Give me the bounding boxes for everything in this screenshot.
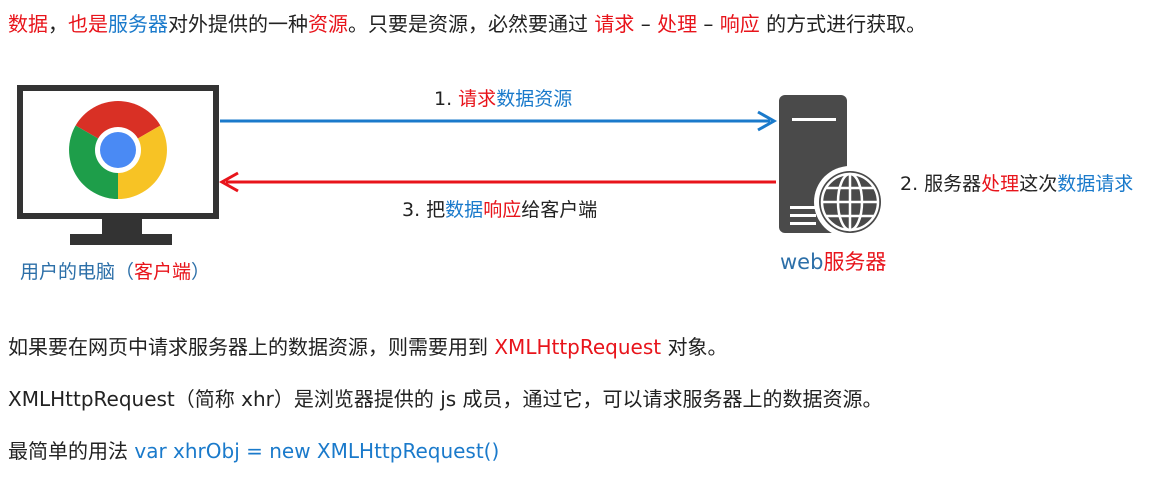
client-label-b: 客户端 bbox=[134, 261, 192, 283]
intro-word-process: 处理 bbox=[657, 12, 698, 36]
para1-xhr: XMLHttpRequest bbox=[494, 335, 662, 359]
intro-word-request: 请求 bbox=[594, 12, 635, 36]
client-label-a: 用户的电脑（ bbox=[20, 261, 135, 283]
step-number: 1. bbox=[434, 88, 459, 110]
label-response: 响应 bbox=[483, 199, 522, 221]
label-data-request: 数据请求 bbox=[1057, 173, 1134, 195]
client-label: 用户的电脑（客户端） bbox=[20, 257, 210, 284]
client-label-c: ） bbox=[191, 261, 211, 283]
paragraph-xhr-definition: XMLHttpRequest（简称 xhr）是浏览器提供的 js 成员，通过它，… bbox=[8, 385, 883, 413]
intro-dash: – bbox=[634, 12, 658, 36]
label-process: 处理 bbox=[981, 173, 1020, 195]
paragraph-xhr-needed: 如果要在网页中请求服务器上的数据资源，则需要用到 XMLHttpRequest … bbox=[8, 333, 727, 361]
response-arrow-label: 3. 把数据响应给客户端 bbox=[402, 198, 597, 222]
intro-dash: – bbox=[697, 12, 720, 36]
label-request: 请求 bbox=[458, 88, 497, 110]
intro-word-response: 响应 bbox=[719, 12, 760, 36]
para1-text: 如果要在网页中请求服务器上的数据资源，则需要用到 bbox=[8, 335, 495, 359]
label-this: 这次 bbox=[1019, 173, 1058, 195]
intro-text: 数据，也是服务器对外提供的一种资源。只要是资源，必然要通过 请求 – 处理 – … bbox=[8, 10, 926, 38]
response-arrow bbox=[218, 171, 776, 193]
paragraph-xhr-usage: 最简单的用法 var xhrObj = new XMLHttpRequest() bbox=[8, 437, 499, 465]
step-number: 3. 把 bbox=[402, 199, 446, 221]
label-to-client: 给客户端 bbox=[521, 199, 598, 221]
request-arrow bbox=[220, 110, 778, 132]
chrome-logo-icon bbox=[69, 101, 167, 199]
server-label: web服务器 bbox=[780, 246, 886, 276]
para3-text: 最简单的用法 bbox=[8, 439, 135, 463]
intro-word-data: 数据 bbox=[8, 12, 48, 36]
intro-word-also: 也是 bbox=[68, 12, 108, 36]
label-data-resource: 数据资源 bbox=[496, 88, 573, 110]
intro-segment: 的方式进行获取。 bbox=[759, 12, 927, 36]
intro-segment: 。只要是资源，必然要通过 bbox=[348, 12, 595, 36]
intro-word-server: 服务器 bbox=[108, 12, 168, 36]
server-process-label: 2. 服务器处理这次数据请求 bbox=[900, 172, 1133, 196]
label-data: 数据 bbox=[445, 199, 484, 221]
step-number: 2. 服务器 bbox=[900, 173, 982, 195]
intro-punct: ， bbox=[48, 12, 68, 36]
intro-segment: 对外提供的一种 bbox=[168, 12, 308, 36]
intro-word-resource: 资源 bbox=[308, 12, 348, 36]
server-label-web: web bbox=[780, 250, 824, 274]
globe-icon bbox=[814, 166, 886, 238]
server-label-server: 服务器 bbox=[823, 250, 887, 274]
para1-text-end: 对象。 bbox=[661, 335, 728, 359]
computer-monitor-icon bbox=[17, 85, 219, 245]
para3-code: var xhrObj = new XMLHttpRequest() bbox=[134, 439, 500, 463]
para2-text: XMLHttpRequest（简称 xhr）是浏览器提供的 js 成员，通过它，… bbox=[8, 387, 883, 411]
request-arrow-label: 1. 请求数据资源 bbox=[434, 87, 572, 111]
